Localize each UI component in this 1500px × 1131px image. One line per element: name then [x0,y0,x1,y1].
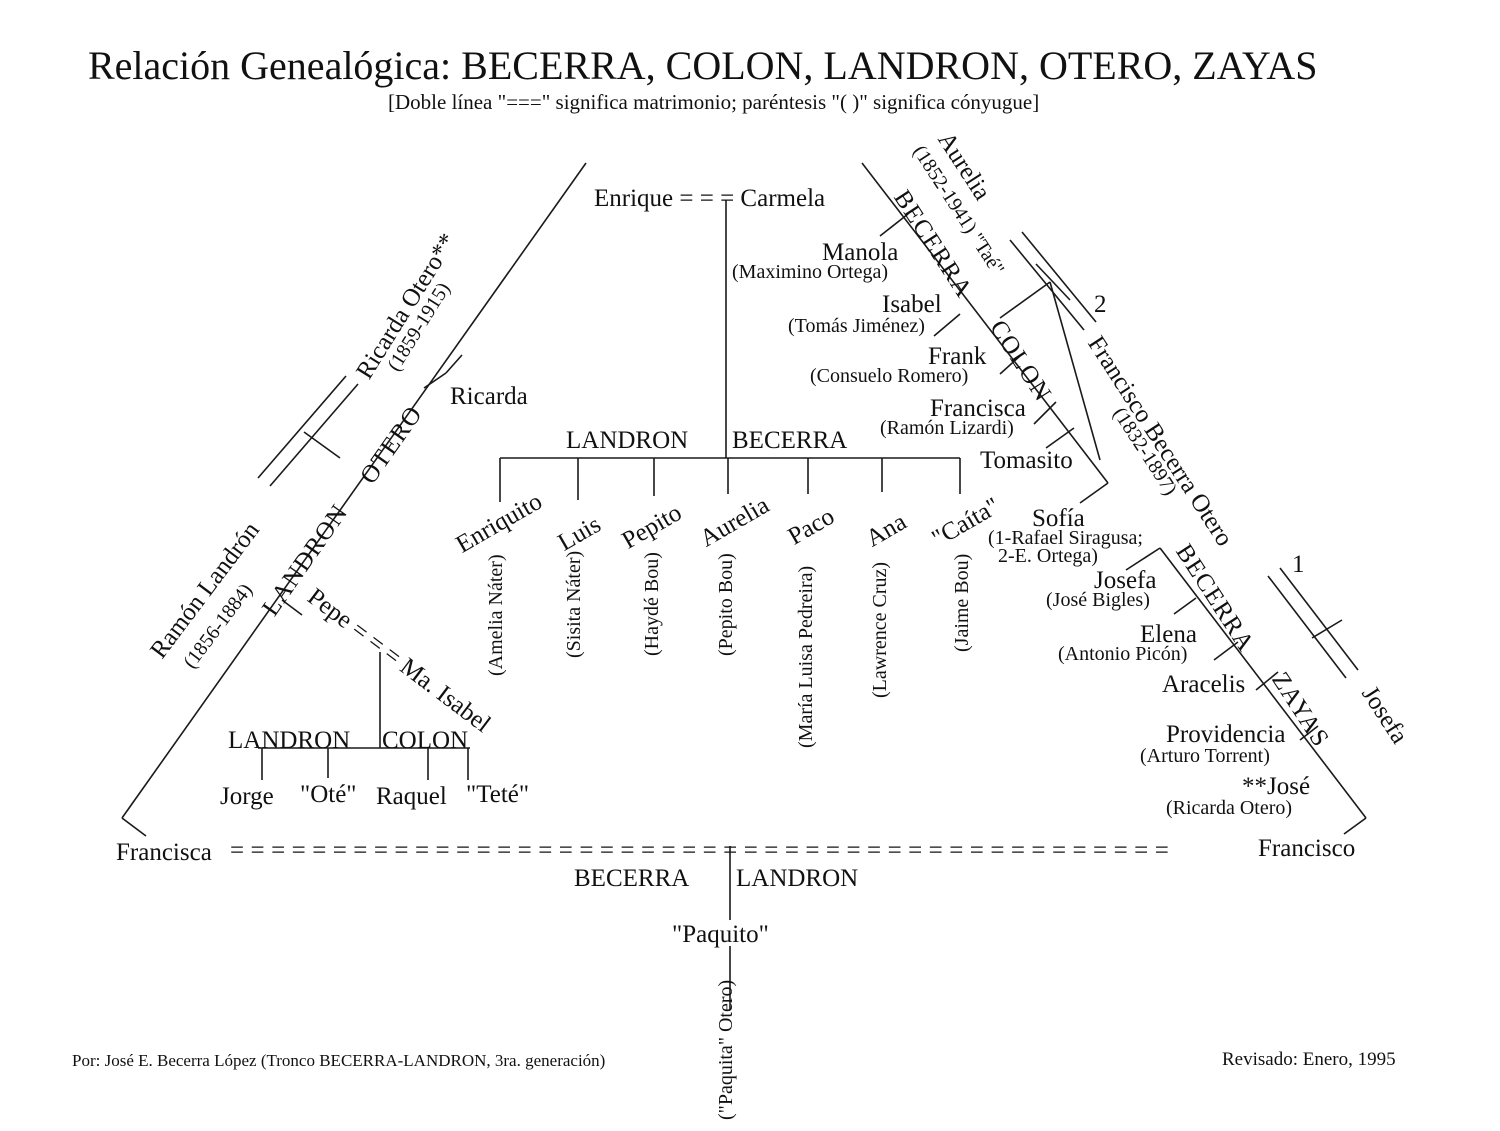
pepe-surname-2: COLON [382,727,469,754]
isabel-tick [933,313,961,337]
manola-spouse: (Maximino Ortega) [732,261,889,283]
elena-spouse: (Antonio Picón) [1058,643,1188,665]
ricarda-tick [445,354,463,374]
left-marriage-line-2 [269,383,359,487]
zayas-diagonal-line [1159,547,1367,819]
ote-name: "Oté" [300,781,357,808]
manola-name: Manola [822,239,899,266]
paco-spouse: (María Luisa Pedreira) [795,565,817,748]
aurelia-marriage-line-2 [1021,231,1097,323]
enriquito-spouse: (Amelia Náter) [485,554,507,676]
pepito-spouse: (Haydé Bou) [641,552,663,656]
marriage-number-1: 1 [1292,551,1305,578]
ricarda-link [423,372,447,389]
elena-name: Elena [1140,621,1197,648]
providencia-spouse: (Arturo Torrent) [1140,745,1270,767]
left-diagonal-tick [121,817,147,837]
sofia-name: Sofía [1032,505,1085,532]
enrique-surname-2: BECERRA [732,427,848,454]
aurelia-child-spouse: (Pepito Bou) [715,553,737,656]
sofia-spouse-2: 2-E. Ortega) [998,545,1098,567]
jose-spouse: (Ricarda Otero) [1166,797,1293,819]
left-marriage-line-1 [257,375,347,479]
josefa-name: Josefa [1094,567,1157,594]
manola-tick [879,213,909,237]
providencia-name: Providencia [1166,721,1286,748]
sofia-tick [1125,547,1161,571]
francisco-bottom-name: Francisco [1258,835,1356,862]
frank-spouse: (Consuelo Romero) [810,365,969,387]
enrique-carmela-union: Enrique = = = Carmela [594,185,826,212]
pepe-surname-1: LANDRON [228,727,351,754]
providencia-tick [1299,725,1319,741]
aurelia-marriage-stem [1035,263,1071,301]
francisca-tick [1033,401,1057,425]
enrique-surname-1: LANDRON [566,427,689,454]
tomasito-name: Tomasito [980,447,1073,474]
josefa-marriage-line-1 [1267,575,1347,679]
colon-diagonal-stem [999,281,1051,319]
josefa-marriage-stem [1311,619,1343,639]
right-diagonal-line [861,162,1109,484]
marriage-number-2: 2 [1094,291,1107,318]
jose-name: **José [1242,773,1311,800]
tete-name: "Teté" [466,781,530,808]
francisca-bottom-name: Francisca [116,839,212,866]
pepe-tick [281,599,303,616]
francisca-colon-spouse: (Ramón Lizardi) [880,417,1014,439]
aracelis-name: Aracelis [1162,671,1246,698]
author-credit: Por: José E. Becerra López (Tronco BECER… [72,1051,606,1070]
paquito-name: "Paquito" [672,921,769,948]
frank-tick [999,355,1021,375]
ricarda-child-name: Ricarda [450,383,528,410]
zayas-diagonal-tick [1343,817,1367,835]
sofia-spouse-1: (1-Rafael Siragusa; [988,527,1143,549]
bottom-marriage-dashes: = = = = = = = = = = = = = = = = = = = = … [230,837,1169,864]
legend-note: [Doble línea "===" significa matrimonio;… [388,90,1040,114]
bottom-surname-2: LANDRON [736,865,859,892]
right-diagonal-tick [1079,482,1109,504]
page-title: Relación Genealógica: BECERRA, COLON, LA… [88,43,1318,88]
luis-spouse: (Sisita Náter) [563,550,585,658]
revision-date: Revisado: Enero, 1995 [1222,1049,1396,1070]
isabel-spouse: (Tomás Jiménez) [788,315,925,337]
josefa-tick [1173,597,1197,615]
elena-tick [1213,641,1239,661]
colon-diagonal-line [1049,281,1101,461]
francisca-colon-name: Francisca [930,395,1026,422]
jorge-name: Jorge [220,783,274,810]
ana-spouse: (Lawrence Cruz) [869,561,891,698]
bottom-surname-1: BECERRA [574,865,690,892]
josefa-spouse: (José Bigles) [1046,589,1150,611]
left-marriage-stem [303,431,341,459]
aracelis-tick [1255,671,1279,691]
isabel-name: Isabel [882,291,942,318]
paquito-spouse: ("Paquita" Otero) [715,979,737,1120]
tomasito-tick [1045,427,1075,449]
frank-name: Frank [928,343,987,370]
raquel-name: Raquel [376,783,447,810]
left-diagonal-line [121,162,587,819]
caita-spouse: (Jaime Bou) [951,553,973,652]
josefa-marriage-line-2 [1279,567,1359,671]
